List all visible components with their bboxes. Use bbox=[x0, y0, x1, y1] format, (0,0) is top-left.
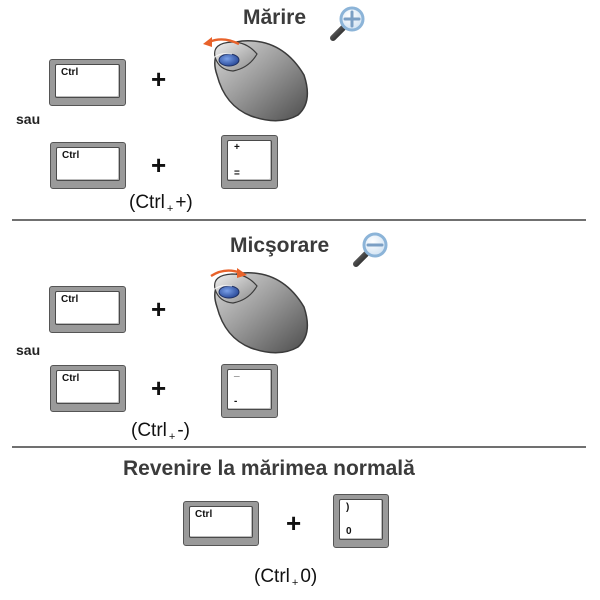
plus-equals-key: + = bbox=[221, 135, 278, 189]
plus-sign: + bbox=[151, 373, 167, 403]
ctrl-key-label: Ctrl bbox=[62, 373, 80, 384]
key-top-symbol: _ bbox=[234, 367, 240, 378]
mouse-scroll-wheel-icon bbox=[187, 262, 313, 358]
section-divider bbox=[12, 446, 586, 448]
ctrl-key-label: Ctrl bbox=[195, 509, 213, 520]
or-label: sau bbox=[16, 111, 41, 127]
ctrl-key: Ctrl bbox=[50, 365, 126, 412]
magnifier-minus-icon bbox=[353, 229, 393, 269]
zoom-in-title: Mărire bbox=[243, 6, 307, 29]
zoom-out-title: Micşorare bbox=[230, 234, 330, 257]
plus-sign: + bbox=[286, 508, 302, 538]
section-divider bbox=[12, 219, 586, 221]
plus-sign: + bbox=[151, 294, 167, 324]
magnifier-plus-icon bbox=[330, 3, 370, 43]
minus-underscore-key: _ - bbox=[221, 364, 278, 418]
ctrl-key: Ctrl bbox=[49, 286, 126, 333]
ctrl-key-label: Ctrl bbox=[61, 294, 79, 305]
plus-sign: + bbox=[151, 64, 167, 94]
key-bottom-symbol: = bbox=[234, 168, 240, 179]
ctrl-key: Ctrl bbox=[183, 501, 259, 546]
ctrl-key-label: Ctrl bbox=[61, 67, 79, 78]
plus-sign: + bbox=[151, 150, 167, 180]
key-top-symbol: + bbox=[234, 142, 240, 153]
key-bottom-symbol: - bbox=[234, 396, 238, 407]
ctrl-key-label: Ctrl bbox=[62, 150, 80, 161]
ctrl-key: Ctrl bbox=[49, 59, 126, 106]
reset-zoom-shortcut-caption: (Ctrl+0) bbox=[254, 566, 318, 589]
key-bottom-symbol: 0 bbox=[346, 526, 352, 537]
or-label: sau bbox=[16, 342, 41, 358]
ctrl-key: Ctrl bbox=[50, 142, 126, 189]
zoom-in-shortcut-caption: (Ctrl++) bbox=[129, 192, 193, 215]
reset-zoom-title: Revenire la mărimea normală bbox=[123, 457, 415, 480]
mouse-scroll-wheel-icon bbox=[187, 30, 313, 126]
zoom-out-shortcut-caption: (Ctrl+-) bbox=[131, 420, 190, 443]
zero-parenthesis-key: ) 0 bbox=[333, 494, 389, 548]
key-top-symbol: ) bbox=[346, 502, 350, 513]
